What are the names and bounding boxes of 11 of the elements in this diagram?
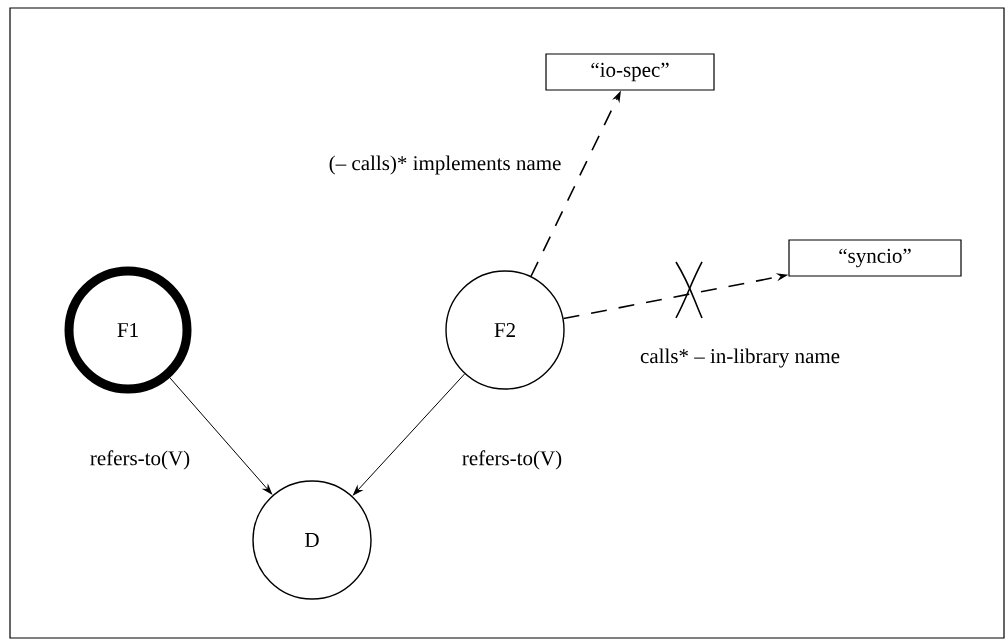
circle-node: F2 bbox=[445, 270, 565, 390]
arrow bbox=[352, 373, 466, 496]
edge-label: refers-to(V) bbox=[88, 449, 192, 471]
text-box: “io-spec” bbox=[545, 53, 715, 91]
edge-label: calls* – in-library name bbox=[639, 347, 841, 369]
text-box: “syncio” bbox=[788, 239, 962, 277]
circle-node: D bbox=[252, 480, 372, 600]
circle-node: F1 bbox=[64, 266, 192, 394]
arrow bbox=[169, 377, 273, 495]
edge-label: refers-to(V) bbox=[460, 449, 564, 471]
edge-label: (– calls)* implements name bbox=[327, 154, 563, 176]
